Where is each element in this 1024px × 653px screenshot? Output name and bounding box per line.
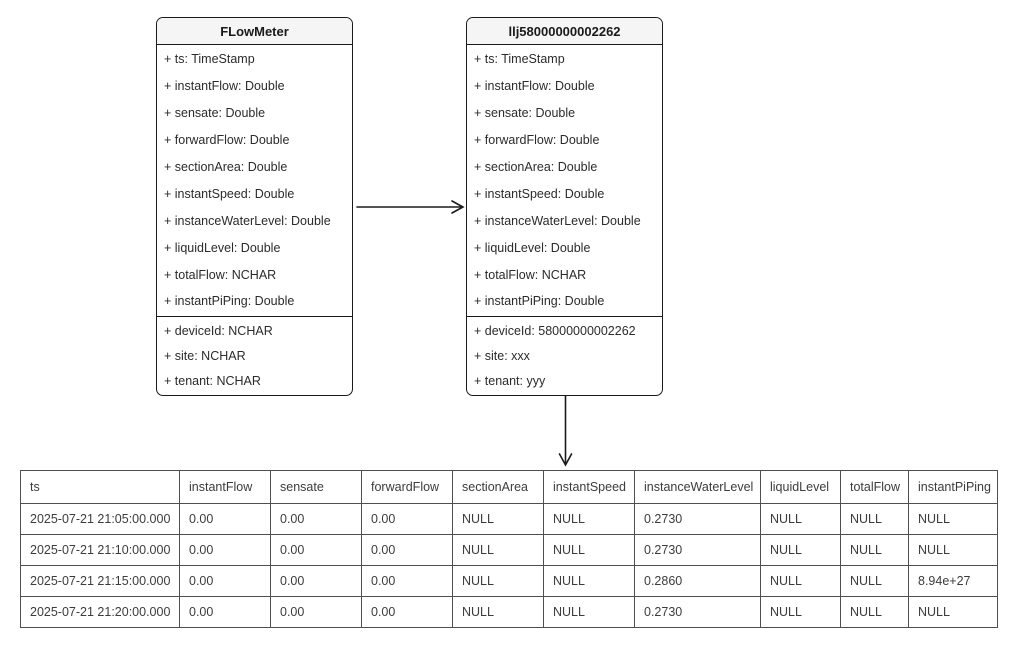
table-cell: NULL — [908, 596, 998, 628]
table-cell: 0.00 — [179, 503, 271, 535]
column-header: sensate — [270, 470, 362, 504]
table-cell: 0.00 — [270, 565, 362, 597]
column-header: liquidLevel — [760, 470, 841, 504]
class-tags-section: + deviceId: 58000000002262 + site: xxx + t… — [467, 315, 662, 395]
column-header: ts — [20, 470, 180, 504]
class-attribute: + instantPiPing: Double — [474, 294, 605, 309]
table-cell: NULL — [908, 503, 998, 535]
class-attribute: + totalFlow: NCHAR — [474, 267, 587, 282]
table-cell: 2025-07-21 21:10:00.000 — [20, 534, 180, 566]
class-attribute: + totalFlow: NCHAR — [164, 267, 277, 282]
table-cell: NULL — [840, 565, 909, 597]
table-cell: NULL — [543, 503, 635, 535]
class-attribute: + ts: TimeStamp — [474, 52, 565, 67]
class-tag: + tenant: yyy — [474, 374, 546, 389]
class-tag: + site: xxx — [474, 348, 530, 363]
table-cell: NULL — [452, 503, 544, 535]
class-attribute: + forwardFlow: Double — [474, 133, 600, 148]
class-attribute: + instanceWaterLevel: Double — [474, 213, 641, 228]
table-cell: 0.00 — [361, 534, 453, 566]
table-cell: NULL — [452, 534, 544, 566]
table-cell: 0.00 — [270, 534, 362, 566]
table-cell: NULL — [908, 534, 998, 566]
class-attribute: + sensate: Double — [164, 106, 266, 121]
table-cell: 0.00 — [361, 565, 453, 597]
table-cell: NULL — [840, 596, 909, 628]
class-attribute: + instantFlow: Double — [164, 79, 285, 94]
table-cell: 0.2860 — [634, 565, 761, 597]
class-attribute: + instantFlow: Double — [474, 79, 595, 94]
table-cell: NULL — [840, 534, 909, 566]
class-tag: + site: NCHAR — [164, 348, 246, 363]
class-tag: + deviceId: NCHAR — [164, 323, 273, 338]
class-attributes-section: + ts: TimeStamp + instantFlow: Double + se… — [157, 45, 352, 316]
class-attribute: + liquidLevel: Double — [474, 240, 591, 255]
column-header: sectionArea — [452, 470, 544, 504]
down-arrow — [558, 395, 573, 467]
table-cell: NULL — [760, 503, 841, 535]
class-attribute: + instantSpeed: Double — [164, 186, 295, 201]
table-cell: 0.2730 — [634, 534, 761, 566]
table-cell: 0.00 — [179, 565, 271, 597]
column-header: forwardFlow — [361, 470, 453, 504]
table-cell: 0.2730 — [634, 503, 761, 535]
table-cell: NULL — [760, 596, 841, 628]
table-cell: 2025-07-21 21:20:00.000 — [20, 596, 180, 628]
table-cell: NULL — [543, 596, 635, 628]
table-cell: NULL — [452, 596, 544, 628]
table-cell: NULL — [543, 534, 635, 566]
class-tag: + tenant: NCHAR — [164, 374, 261, 389]
table-cell: 0.00 — [361, 596, 453, 628]
class-attribute: + forwardFlow: Double — [164, 133, 290, 148]
class-title: FLowMeter — [157, 18, 352, 45]
table-cell: NULL — [760, 565, 841, 597]
right-arrow — [356, 200, 465, 214]
class-tags-section: + deviceId: NCHAR + site: NCHAR + tenant: … — [157, 315, 352, 395]
table-cell: 0.00 — [179, 596, 271, 628]
table-cell: NULL — [452, 565, 544, 597]
class-attributes-section: + ts: TimeStamp + instantFlow: Double + se… — [467, 45, 662, 316]
class-attribute: + instanceWaterLevel: Double — [164, 213, 331, 228]
class-attribute: + sensate: Double — [474, 106, 576, 121]
column-header: instantPiPing — [908, 470, 998, 504]
class-attribute: + ts: TimeStamp — [164, 52, 255, 67]
column-header: instantFlow — [179, 470, 271, 504]
column-header: instantSpeed — [543, 470, 635, 504]
table-cell: NULL — [543, 565, 635, 597]
table-cell: 0.00 — [361, 503, 453, 535]
class-attribute: + instantPiPing: Double — [164, 294, 295, 309]
table-cell: NULL — [840, 503, 909, 535]
table-cell: NULL — [760, 534, 841, 566]
table-cell: 0.2730 — [634, 596, 761, 628]
class-attribute: + instantSpeed: Double — [474, 186, 605, 201]
class-title: llj58000000002262 — [467, 18, 662, 45]
column-header: totalFlow — [840, 470, 909, 504]
class-box-flowmeter: FLowMeter + ts: TimeStamp + instantFlow: … — [156, 17, 353, 397]
table-cell: 0.00 — [270, 596, 362, 628]
table-cell: 8.94e+27 — [908, 565, 998, 597]
class-attribute: + liquidLevel: Double — [164, 240, 281, 255]
class-tag: + deviceId: 58000000002262 — [474, 323, 636, 338]
table-cell: 0.00 — [179, 534, 271, 566]
class-box-device: llj58000000002262 + ts: TimeStamp + insta… — [466, 17, 663, 397]
table-cell: 2025-07-21 21:15:00.000 — [20, 565, 180, 597]
table-cell: 2025-07-21 21:05:00.000 — [20, 503, 180, 535]
column-header: instanceWaterLevel — [634, 470, 761, 504]
table-cell: 0.00 — [270, 503, 362, 535]
class-attribute: + sectionArea: Double — [164, 160, 288, 174]
class-attribute: + sectionArea: Double — [474, 160, 598, 174]
